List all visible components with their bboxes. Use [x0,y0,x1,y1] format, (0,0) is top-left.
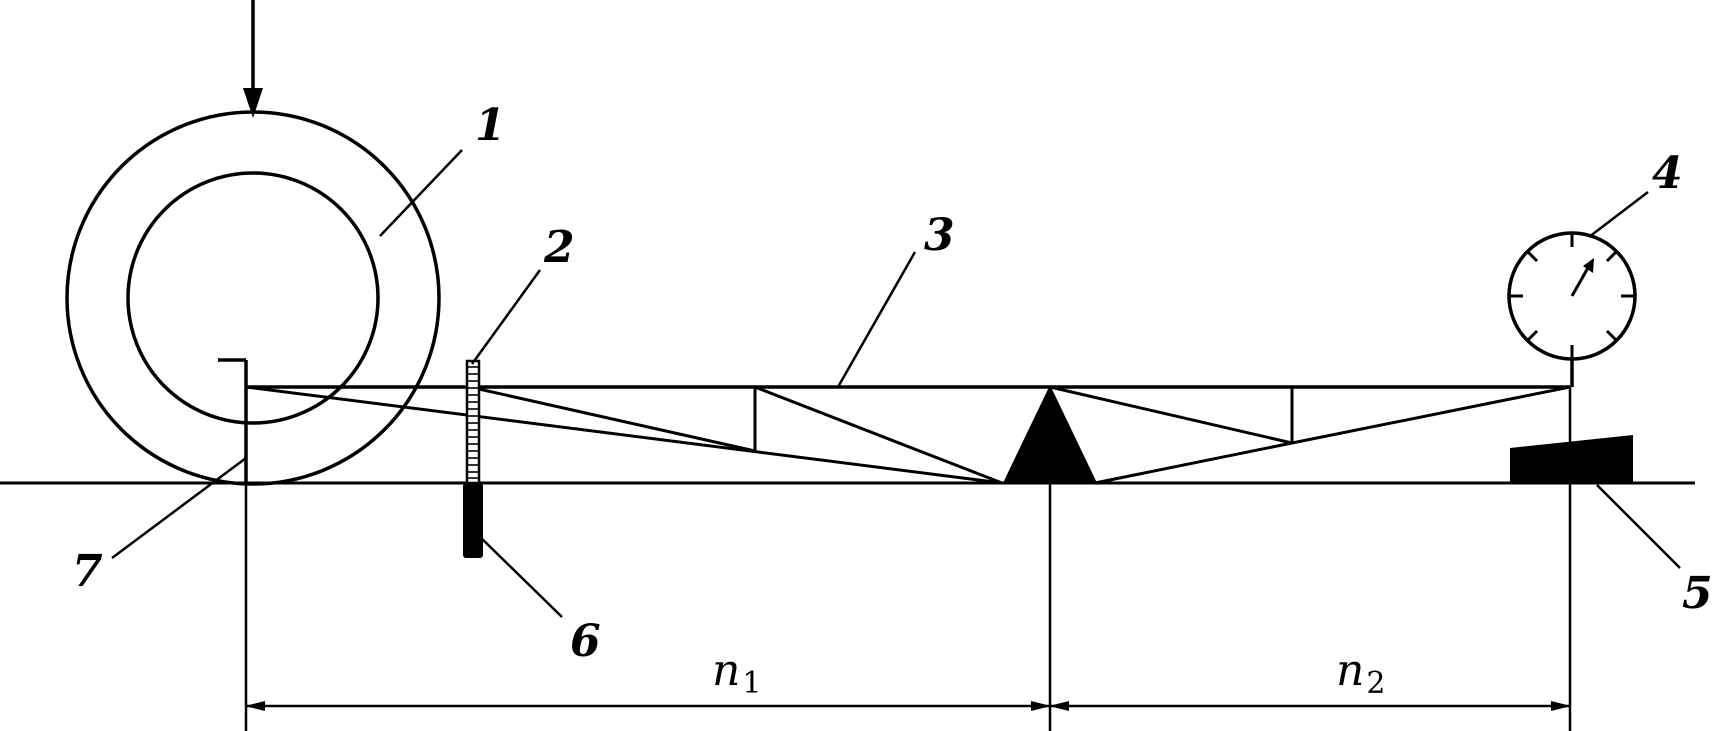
stand-post [463,483,483,558]
wheel [65,110,441,486]
label-wheel: 1 [475,100,506,151]
base-block [1510,435,1633,483]
label-dial-gauge: 4 [1652,148,1683,199]
dimension-n2-label: n2 [1336,645,1385,701]
leader-3 [836,251,917,388]
gauge-needle [1570,265,1591,297]
label-beam: 3 [924,210,955,261]
probe [218,358,248,483]
leader-4 [1588,191,1649,238]
label-scale-rod: 2 [543,222,575,273]
dimension-extension-lines [244,387,1572,731]
leader-lines [111,149,1681,618]
leader-5 [1596,484,1681,569]
label-probe: 7 [72,546,103,597]
dial-gauge [1507,231,1637,387]
scale-rod [465,359,481,485]
leader-7 [111,456,247,560]
label-base-block: 5 [1682,568,1713,619]
rim-inner-circle [126,171,380,425]
beam-truss [245,385,1571,485]
tire-outer-circle [65,110,441,486]
leader-6 [477,534,563,618]
dimension-n1-label: n1 [712,645,761,701]
leader-2 [470,269,542,365]
fulcrum-support [1003,385,1097,483]
label-stand: 6 [570,616,601,667]
load-arrow [243,0,263,118]
leader-1 [379,149,463,237]
